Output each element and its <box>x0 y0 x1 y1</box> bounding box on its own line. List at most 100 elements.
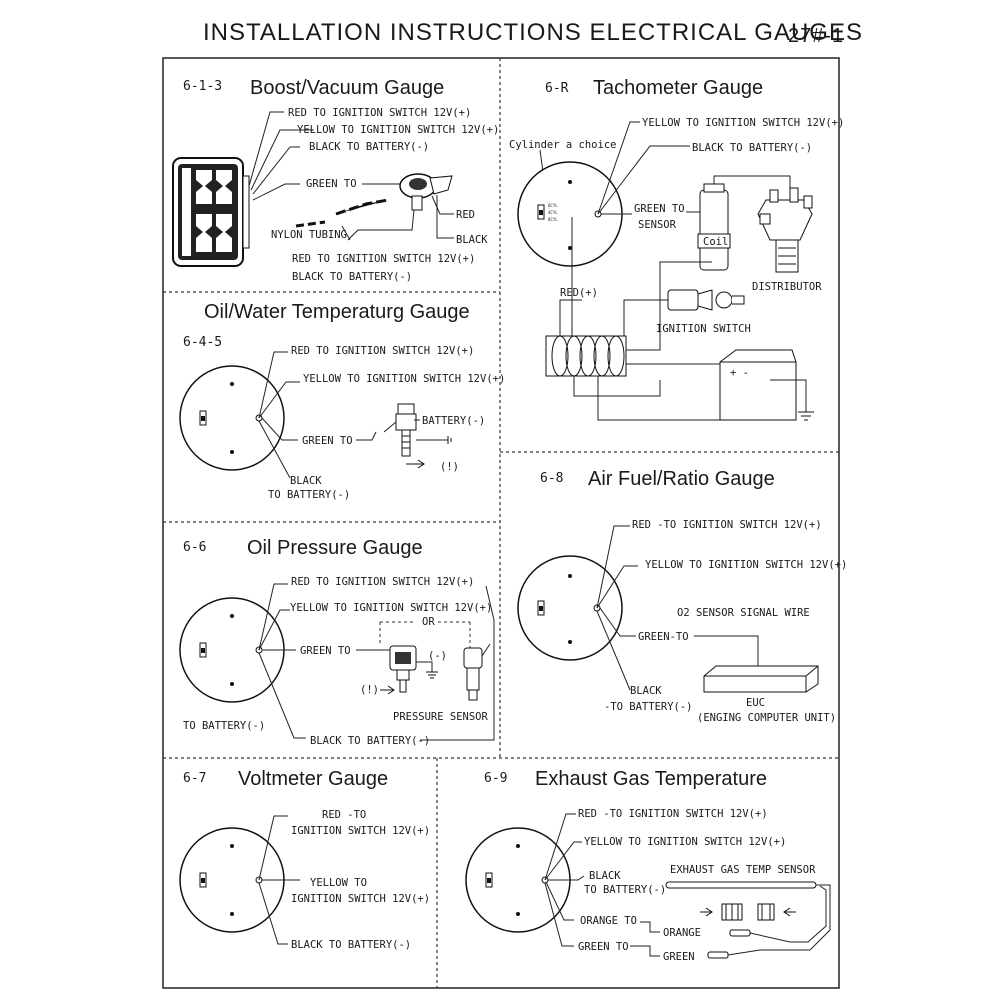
section-title: Air Fuel/Ratio Gauge <box>588 468 775 490</box>
boost-sender-icon <box>399 173 454 239</box>
section-title: Voltmeter Gauge <box>238 768 388 790</box>
tach-black-label: BLACK TO BATTERY(-) <box>692 142 812 154</box>
oilp-gauge-face <box>179 597 285 703</box>
euc-box-icon <box>703 665 819 693</box>
afr-yellow-label: YELLOW TO IGNITION SWITCH 12V(+) <box>645 559 847 571</box>
afr-o2-label: O2 SENSOR SIGNAL WIRE <box>677 607 810 619</box>
section-code: 6-9 <box>484 771 507 786</box>
tach-green-label: GREEN TO <box>634 203 685 215</box>
temp-sender-icon <box>356 403 452 469</box>
volt-yellow-label: YELLOW TO <box>310 877 367 889</box>
boost-gauge-panel: 6-1-3 Boost/Vacuum Gauge RED TO IGNITION… <box>172 77 499 283</box>
section-title: Exhaust Gas Temperature <box>535 768 767 790</box>
coil-icon: Coil <box>686 175 791 271</box>
cylinder-option: 4CYL <box>548 210 558 215</box>
distributor-icon <box>757 187 813 273</box>
temp-battery-label: BATTERY(-) <box>422 415 485 427</box>
ignition-switch-icon <box>623 289 745 340</box>
nylon-tubing-label: NYLON TUBING <box>271 229 347 241</box>
oilp-or-label: OR <box>422 616 435 628</box>
volt-red-label: RED -TO <box>322 809 366 821</box>
page-title: INSTALLATION INSTRUCTIONS ELECTRICAL GAU… <box>203 19 863 46</box>
section-title: Oil Pressure Gauge <box>247 537 423 559</box>
tach-yellow-label: YELLOW TO IGNITION SWITCH 12V(+) <box>642 117 844 129</box>
section-code: 6-8 <box>540 471 563 486</box>
cylinder-option: 6CYL <box>548 203 558 208</box>
egt-green-to-label: GREEN TO <box>578 941 629 953</box>
euc-label: EUC <box>746 697 765 709</box>
temp-green-label: GREEN TO <box>302 435 353 447</box>
temp-gauge-face <box>179 365 285 471</box>
pressure-sensor-label: PRESSURE SENSOR <box>393 711 489 723</box>
egt-orange-to-label: ORANGE TO <box>580 915 637 927</box>
afr-black-label-2: -TO BATTERY(-) <box>604 701 693 713</box>
volt-gauge-panel: 6-7 Voltmeter Gauge RED -TO IGNITION SWI… <box>179 768 430 951</box>
cylinder-label: Cylinder a choice <box>509 139 616 151</box>
boost-red-label: RED TO IGNITION SWITCH 12V(+) <box>288 107 471 119</box>
nylon-tubing-icon <box>295 198 415 241</box>
volt-black-label: BLACK TO BATTERY(-) <box>291 939 411 951</box>
boost-gauge-side-view <box>172 157 250 267</box>
section-title: Tachometer Gauge <box>593 77 763 99</box>
temp-black-label-2: TO BATTERY(-) <box>268 489 350 501</box>
egt-sensor-label: EXHAUST GAS TEMP SENSOR <box>670 864 816 876</box>
egt-green-label: GREEN <box>663 951 695 963</box>
afr-gauge-panel: 6-8 Air Fuel/Ratio Gauge RED -TO IGNITIO… <box>517 468 847 724</box>
afr-gauge-face <box>517 555 623 661</box>
egt-yellow-label: YELLOW TO IGNITION SWITCH 12V(+) <box>584 836 786 848</box>
page-number: 27#-1 <box>788 25 844 47</box>
wiring-loom-icon <box>545 217 791 421</box>
oilp-gauge-panel: 6-6 Oil Pressure Gauge RED TO IGNITION S… <box>179 537 495 747</box>
afr-green-label: GREEN-TO <box>638 631 689 643</box>
tach-red-label: RED(+) <box>560 287 598 299</box>
section-code: 6-R <box>545 81 569 96</box>
tach-gauge-panel: 6-R Tachometer Gauge Cylinder a choice 6… <box>509 77 844 421</box>
ignition-switch-label: IGNITION SWITCH <box>656 323 751 335</box>
boost-green-label: GREEN TO <box>306 178 357 190</box>
oilp-tobattery-label: TO BATTERY(-) <box>183 720 265 732</box>
volt-yellow-label-2: IGNITION SWITCH 12V(+) <box>291 893 430 905</box>
volt-red-label-2: IGNITION SWITCH 12V(+) <box>291 825 430 837</box>
egt-orange-label: ORANGE <box>663 927 701 939</box>
boost-black-label: BLACK TO BATTERY(-) <box>309 141 429 153</box>
egt-black-label-2: TO BATTERY(-) <box>584 884 666 896</box>
coil-label: Coil <box>703 236 728 248</box>
boost-yellow-label: YELLOW TO IGNITION SWITCH 12V(+) <box>297 124 499 136</box>
boost-black2-label: BLACK TO BATTERY(-) <box>292 271 412 283</box>
afr-black-label: BLACK <box>630 685 662 697</box>
boost-red2-label: RED TO IGNITION SWITCH 12V(+) <box>292 253 475 265</box>
battery-icon: + - <box>719 349 814 421</box>
oilp-green-label: GREEN TO <box>300 645 351 657</box>
sender-red-label: RED <box>456 209 475 221</box>
outer-frame <box>162 57 840 989</box>
distributor-label: DISTRIBUTOR <box>752 281 822 293</box>
oilp-black-label: BLACK TO BATTERY(-) <box>310 735 430 747</box>
temp-yellow-label: YELLOW TO IGNITION SWITCH 12V(+) <box>303 373 505 385</box>
egt-red-label: RED -TO IGNITION SWITCH 12V(+) <box>578 808 768 820</box>
egt-gauge-panel: 6-9 Exhaust Gas Temperature RED -TO IGNI… <box>465 768 831 963</box>
sender-black-label: BLACK <box>456 234 488 246</box>
pressure-sender-icon <box>389 645 438 693</box>
oilp-yellow-label: YELLOW TO IGNITION SWITCH 12V(+) <box>290 602 492 614</box>
battery-terminals: + - <box>730 367 749 379</box>
egt-black-label: BLACK <box>589 870 621 882</box>
section-code: 6-4-5 <box>183 335 222 350</box>
pressure-sensor-icon <box>463 643 491 701</box>
afr-red-label: RED -TO IGNITION SWITCH 12V(+) <box>632 519 822 531</box>
temp-warning-icon: (!) <box>440 461 459 473</box>
section-code: 6-7 <box>183 771 206 786</box>
section-code: 6-1-3 <box>183 79 222 94</box>
temp-black-label: BLACK <box>290 475 322 487</box>
section-code: 6-6 <box>183 540 206 555</box>
temp-gauge-panel: 6-4-5 Oil/Water Temperaturg Gauge RED TO… <box>179 301 505 501</box>
oilp-red-label: RED TO IGNITION SWITCH 12V(+) <box>291 576 474 588</box>
temp-red-label: RED TO IGNITION SWITCH 12V(+) <box>291 345 474 357</box>
section-title: Boost/Vacuum Gauge <box>250 77 444 99</box>
tach-sensor-label: SENSOR <box>638 219 677 231</box>
section-title: Oil/Water Temperaturg Gauge <box>204 301 470 323</box>
oilp-minus-label: (-) <box>428 650 447 662</box>
oilp-warning-icon: (!) <box>360 684 379 696</box>
euc-label-2: (ENGING COMPUTER UNIT) <box>697 712 836 724</box>
cylinder-option: 8CYL <box>548 217 558 222</box>
